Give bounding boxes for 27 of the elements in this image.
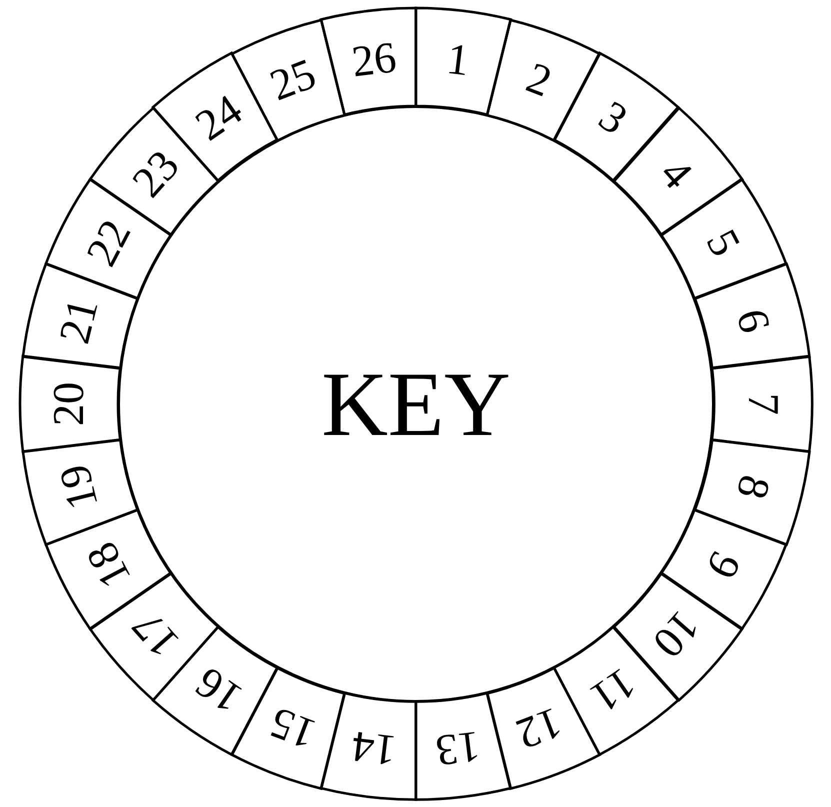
segment-number: 14	[350, 724, 399, 773]
segment-number: 22	[79, 213, 138, 272]
segment-number: 20	[47, 382, 91, 426]
segment-number: 10	[644, 603, 707, 666]
segment-number: 24	[188, 88, 250, 150]
segment-number: 13	[433, 724, 482, 773]
segment-number: 1	[444, 36, 472, 83]
segment-number: 19	[52, 460, 106, 514]
segment-number: 6	[728, 305, 777, 337]
segment-number: 7	[740, 392, 785, 415]
segment-number: 4	[652, 151, 700, 197]
segment-number: 26	[350, 35, 399, 84]
segment-number: 25	[264, 51, 322, 108]
segment-number: 8	[728, 471, 777, 503]
segment-number: 17	[125, 603, 188, 666]
segment-number: 23	[125, 142, 188, 205]
segment-number: 5	[698, 222, 748, 263]
segment-number: 3	[592, 94, 635, 143]
segment-number: 9	[698, 545, 748, 586]
segment-number: 12	[510, 700, 568, 757]
segment-number: 16	[188, 658, 250, 720]
segment-number: 18	[79, 536, 138, 595]
segment-number: 11	[583, 659, 644, 720]
segment-number: 2	[520, 55, 558, 104]
segment-number: 15	[264, 700, 322, 757]
segment-number: 21	[52, 294, 106, 348]
key-label: KEY	[321, 358, 511, 450]
